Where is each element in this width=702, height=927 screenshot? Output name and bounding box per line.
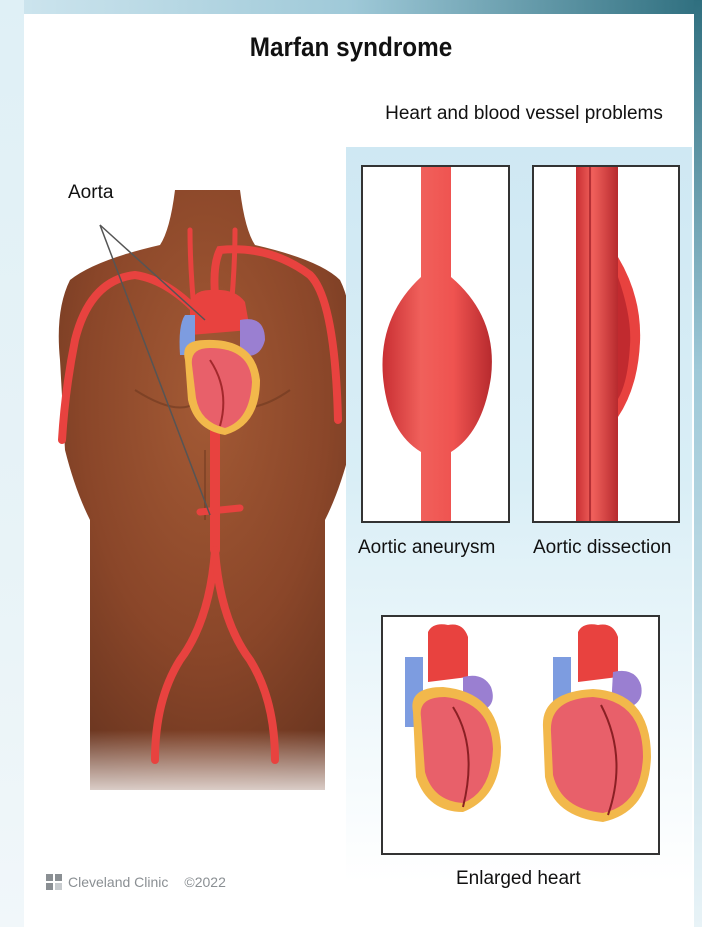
dissection-illustration — [534, 167, 678, 521]
top-border — [0, 0, 702, 14]
aneurysm-box — [361, 165, 510, 523]
aneurysm-caption: Aortic aneurysm — [358, 537, 495, 559]
cleveland-clinic-logo-icon — [46, 874, 62, 890]
dissection-caption: Aortic dissection — [533, 537, 671, 559]
footer-copyright: ©2022 — [184, 874, 225, 890]
normal-heart-icon — [405, 624, 501, 812]
footer-credit: Cleveland Clinic ©2022 — [46, 874, 226, 890]
torso-illustration — [40, 190, 370, 810]
enlarged-heart-icon — [543, 624, 651, 822]
enlarged-heart-box — [381, 615, 660, 855]
page-title: Marfan syndrome — [35, 32, 667, 63]
footer-brand: Cleveland Clinic — [68, 874, 168, 890]
aorta-label: Aorta — [68, 182, 113, 204]
right-border — [694, 0, 702, 927]
panel-subtitle: Heart and blood vessel problems — [346, 103, 702, 125]
enlarged-heart-caption: Enlarged heart — [456, 868, 581, 890]
enlarged-heart-illustration — [383, 617, 658, 853]
left-border — [0, 0, 24, 927]
aneurysm-illustration — [363, 167, 508, 521]
dissection-box — [532, 165, 680, 523]
